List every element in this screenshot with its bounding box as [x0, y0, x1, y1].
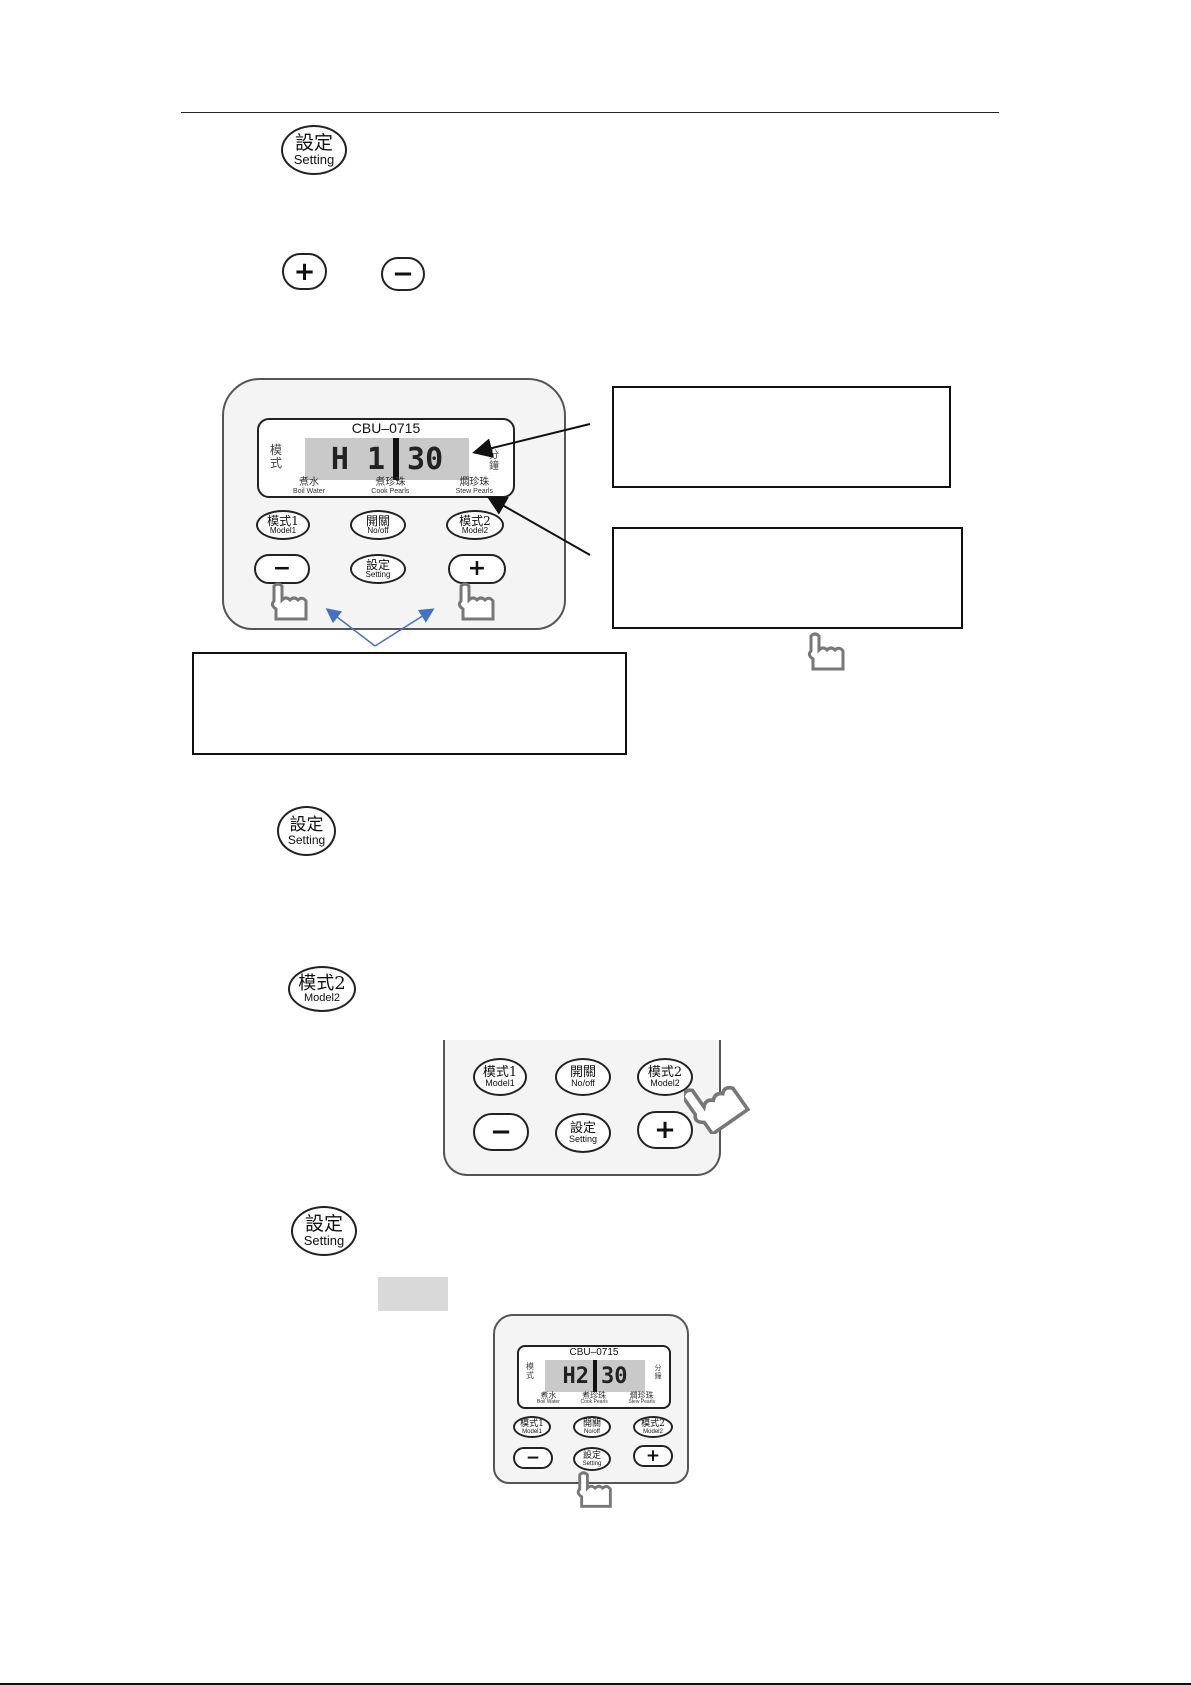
model2-button-icon: 模式2 Model2 [288, 966, 356, 1012]
callout-box-display [612, 386, 951, 488]
lcd-display: H 1 30 [305, 438, 469, 480]
hand-pointer-icon [270, 582, 308, 621]
footer-rule [0, 1683, 1191, 1685]
minus-button-icon: − [381, 257, 425, 291]
model-name: CBU–0715 [569, 1347, 619, 1358]
hand-pointer-icon [576, 1471, 612, 1508]
blue-arrow [325, 608, 376, 647]
blue-arrow [374, 608, 435, 647]
display-mode: H2 [562, 1363, 590, 1389]
hand-pointer-icon [457, 582, 495, 621]
display-divider [393, 438, 400, 480]
callout-arrow [486, 496, 591, 556]
minus-button: − [513, 1447, 553, 1469]
display-time: 30 [601, 1363, 628, 1389]
shaded-placeholder [378, 1277, 448, 1311]
callout-box-modes [612, 527, 963, 629]
model-name: CBU–0715 [351, 420, 421, 436]
callout-box-buttons [192, 652, 627, 755]
display-divider [593, 1360, 597, 1392]
hand-pointer-icon [807, 632, 845, 671]
plus-button: + [448, 554, 506, 584]
plus-button: + [633, 1445, 673, 1467]
plus-button-icon: + [282, 253, 327, 290]
lcd-display: H2 30 [545, 1360, 645, 1392]
mode-label: 模 式 [526, 1362, 534, 1380]
arrows-overlay [325, 423, 591, 647]
display-time: 30 [407, 441, 444, 477]
unit-label: 分 鐘 [489, 450, 499, 472]
unit-label: 分 鐘 [654, 1364, 662, 1380]
mode-label: 模 式 [269, 443, 282, 471]
hand-pointer-icon [684, 1085, 750, 1134]
setting-button-icon: 設定 Setting [277, 806, 336, 856]
callout-arrow [472, 423, 591, 458]
minus-button: − [473, 1113, 529, 1151]
header-rule [181, 112, 999, 113]
minus-button: − [254, 554, 310, 584]
plus-button: + [637, 1111, 693, 1149]
display-mode: H 1 [330, 441, 386, 477]
setting-button-icon: 設定 Setting [281, 125, 347, 175]
setting-button-icon: 設定 Setting [291, 1206, 357, 1256]
